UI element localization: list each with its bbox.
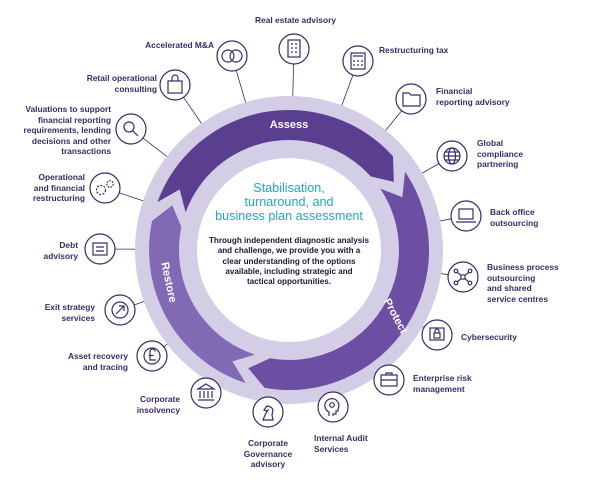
title-line: turnaround, and — [244, 195, 334, 210]
label-operational-financial-restructuring: Operational and financial restructuring — [32, 172, 85, 204]
folder-icon — [395, 83, 427, 115]
arrow-out-icon — [104, 294, 136, 326]
lock-screen-icon — [421, 319, 453, 351]
label-enterprise-risk-management: Enterprise risk management — [413, 373, 472, 394]
label-accelerated-ma: Accelerated M&A — [145, 40, 214, 50]
phase-arrows — [149, 109, 430, 391]
center-description: Through independent diagnostic analysis … — [198, 236, 380, 287]
label-asset-recovery-tracing: Asset recovery and tracing — [67, 351, 128, 372]
restore-arrow — [149, 205, 255, 384]
body-line: Through independent diagnostic analysis — [208, 236, 370, 245]
label-restructuring-tax: Restructuring tax — [379, 45, 449, 55]
assess-arrow — [157, 109, 394, 213]
venn-circles-icon — [216, 40, 248, 72]
label-valuations: Valuations to support financial reportin… — [23, 104, 112, 157]
connector-line — [119, 192, 148, 203]
label-cybersecurity: Cybersecurity — [461, 332, 517, 342]
body-line: tactical opportunities. — [246, 277, 332, 287]
label-internal-audit-services: Internal Audit Services — [314, 433, 368, 454]
center-title: Stabilisation, turnaround, and business … — [196, 181, 382, 224]
connector-line — [382, 110, 402, 134]
gears-icon — [89, 172, 121, 204]
laptop-icon — [450, 200, 482, 232]
globe-icon — [436, 140, 468, 172]
label-debt-advisory: Debt advisory — [43, 240, 78, 261]
label-exit-strategy-services: Exit strategy services — [44, 302, 95, 323]
title-line: Stabilisation, — [253, 181, 325, 195]
protect-arrow — [248, 171, 430, 391]
inner-disc — [197, 158, 381, 342]
magnifier-icon — [115, 113, 147, 145]
briefcase-icon — [373, 364, 405, 396]
label-back-office-outsourcing: Back office outsourcing — [490, 207, 539, 228]
shopping-bag-icon — [159, 69, 191, 101]
connector-line — [142, 137, 171, 160]
chess-knight-icon — [252, 396, 284, 428]
body-line: clear understanding of the options — [222, 256, 356, 266]
connector-line — [235, 70, 248, 107]
calculator-icon — [342, 45, 374, 77]
label-financial-reporting-advisory: Financial reporting advisory — [436, 86, 510, 107]
head-gear-icon — [317, 391, 349, 423]
body-line: available, including strategic and — [225, 266, 353, 276]
label-retail-operational-consulting: Retail operational consulting — [86, 73, 157, 94]
phase-label-assess: Assess — [270, 119, 309, 131]
label-real-estate-advisory: Real estate advisory — [254, 15, 336, 25]
connector-line — [183, 97, 205, 127]
bank-icon — [190, 377, 222, 409]
network-icon — [447, 261, 479, 293]
title-line: business plan assessment — [215, 209, 363, 224]
label-global-compliance-partnering: Global compliance partnering — [477, 138, 524, 170]
building-icon — [278, 33, 310, 65]
pound-coin-icon — [136, 340, 168, 372]
label-corporate-insolvency: Corporate insolvency — [136, 394, 180, 415]
label-business-process-outsourcing: Business process outsourcing and shared … — [487, 262, 559, 304]
label-corporate-governance-advisory: Corporate Governance advisory — [243, 438, 293, 470]
connector-line — [292, 63, 294, 101]
body-line: and challenge, we provide you with a — [217, 246, 361, 256]
document-icon — [84, 233, 116, 265]
connector-line — [340, 74, 354, 110]
